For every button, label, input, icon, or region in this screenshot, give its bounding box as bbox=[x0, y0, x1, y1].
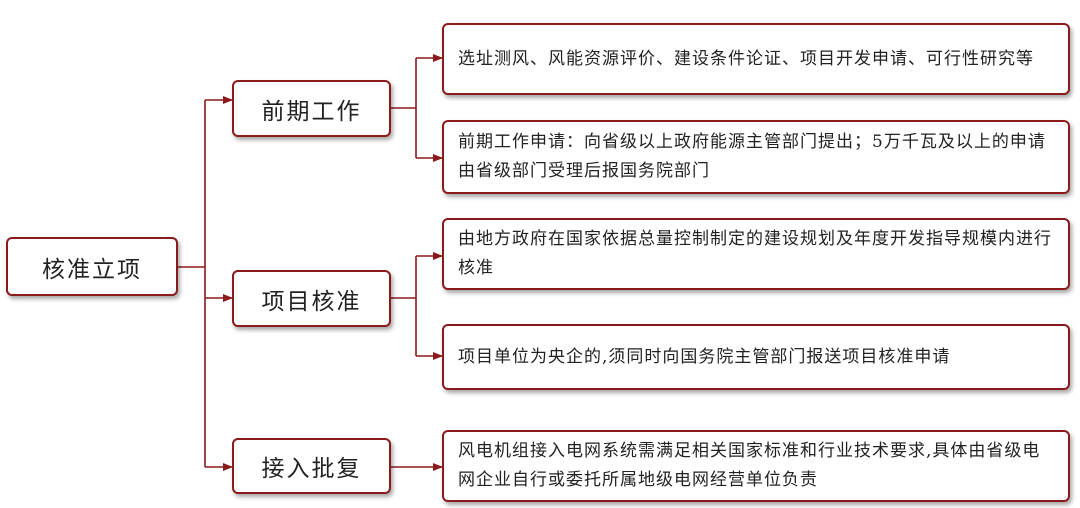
detail-box-preliminary-application: 前期工作申请：向省级以上政府能源主管部门提出；5万千瓦及以上的申请由省级部门受理… bbox=[442, 120, 1070, 194]
stage-node-grid-connection: 接入批复 bbox=[232, 438, 391, 494]
root-label: 核准立项 bbox=[42, 256, 142, 283]
stage-node-project-approval: 项目核准 bbox=[232, 270, 391, 327]
detail-box-grid-requirements: 风电机组接入电网系统需满足相关国家标准和行业技术要求,具体由省级电网企业自行或委… bbox=[442, 430, 1070, 502]
stage-label: 前期工作 bbox=[261, 98, 362, 125]
stage-node-preliminary-work: 前期工作 bbox=[232, 80, 391, 137]
root-node: 核准立项 bbox=[6, 237, 178, 296]
detail-text: 由地方政府在国家依据总量控制制定的建设规划及年度开发指导规模内进行核准 bbox=[458, 229, 1052, 278]
detail-text: 风电机组接入电网系统需满足相关国家标准和行业技术要求,具体由省级电网企业自行或委… bbox=[458, 441, 1041, 490]
stage-label: 接入批复 bbox=[261, 456, 362, 482]
detail-text: 项目单位为央企的,须同时向国务院主管部门报送项目核准申请 bbox=[458, 346, 951, 367]
detail-text: 前期工作申请：向省级以上政府能源主管部门提出；5万千瓦及以上的申请由省级部门受理… bbox=[458, 132, 1046, 181]
detail-box-site-selection: 选址测风、风能资源评价、建设条件论证、项目开发申请、可行性研究等 bbox=[442, 23, 1070, 95]
detail-box-local-approval: 由地方政府在国家依据总量控制制定的建设规划及年度开发指导规模内进行核准 bbox=[442, 218, 1070, 290]
stage-label: 项目核准 bbox=[261, 288, 362, 315]
detail-text: 选址测风、风能资源评价、建设条件论证、项目开发申请、可行性研究等 bbox=[458, 48, 1034, 69]
detail-box-central-enterprise: 项目单位为央企的,须同时向国务院主管部门报送项目核准申请 bbox=[442, 324, 1070, 390]
